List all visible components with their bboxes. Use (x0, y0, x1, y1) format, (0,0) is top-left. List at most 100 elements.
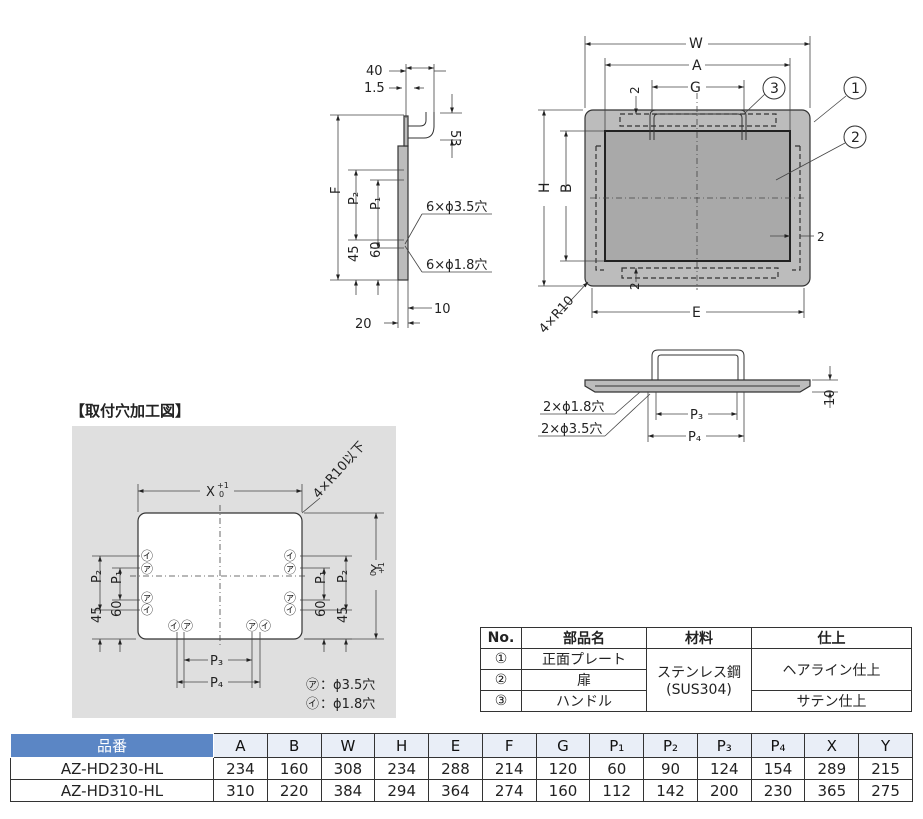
front-dim-2-bottom: 2 (628, 282, 642, 290)
spec-header-X: X (804, 733, 860, 758)
bottom-dim-10: 10 (823, 389, 838, 406)
spec-cell: 234 (374, 757, 430, 780)
callout-2: 2 (851, 130, 860, 146)
spec-cell: 214 (481, 757, 537, 780)
cutout-dim-P4: P₄ (210, 676, 223, 691)
legend-mark-a: ㋐ (306, 678, 319, 693)
handle-outline (649, 109, 747, 140)
cutout-dim-45-right: 45 (336, 606, 351, 623)
hole-mark-a: ㋐ (141, 591, 153, 605)
spec-cell: 215 (858, 757, 913, 780)
spec-table-header: 品番 A B W H E F G P₁ P₂ P₃ P₄ X Y (10, 733, 913, 758)
cutout-dim-Y: Y (370, 564, 385, 573)
parts-header-no: No. (480, 627, 522, 649)
side-plate-profile (397, 145, 409, 281)
part-finish-1: ヘアライン仕上 (751, 648, 912, 691)
table-row: ① 正面プレート ステンレス鋼(SUS304) ヘアライン仕上 (480, 648, 912, 712)
spec-table: 品番 A B W H E F G P₁ P₂ P₃ P₄ X Y AZ-HD23… (10, 733, 913, 802)
spec-cell: 112 (589, 779, 645, 802)
callout-1: 1 (851, 81, 860, 97)
callout-3: 3 (770, 81, 779, 97)
part-material: ステンレス鋼(SUS304) (646, 648, 752, 712)
parts-table: No. 部品名 材料 仕上 ① 正面プレート ステンレス鋼(SUS304) ヘア… (480, 627, 912, 712)
cutout-X-tol-up: +1 (217, 481, 229, 490)
cutout-diagram: X +1 0 Y +1 0 4×R10以下 ㋑ ㋐ ㋐ ㋑ ㋑ ㋐ ㋐ ㋑ ㋑ … (72, 426, 396, 718)
door-panel (604, 130, 791, 262)
spec-header-W: W (320, 733, 376, 758)
spec-cell: 220 (266, 779, 322, 802)
side-dim-1-5: 1.5 (364, 81, 385, 96)
cutout-dim-X: X (206, 485, 215, 500)
hole-mark-i: ㋑ (141, 603, 153, 617)
hole-mark-a: ㋐ (181, 619, 193, 633)
front-dim-E: E (692, 305, 701, 321)
bottom-hole-label-a: 2×ϕ1.8穴 (543, 400, 604, 415)
cutout-dim-P2-left: P₂ (90, 570, 105, 583)
bottom-dim-P3: P₃ (690, 408, 703, 423)
spec-cell: 154 (750, 757, 806, 780)
spec-header-P2: P₂ (643, 733, 698, 758)
front-dim-B: B (559, 183, 575, 193)
side-hole-label-a: 6×ϕ3.5穴 (426, 200, 487, 215)
table-row: AZ-HD310-HL 310 220 384 294 364 274 160 … (10, 779, 913, 802)
spec-header-A: A (213, 733, 268, 758)
cutout-Y-tol-up: +1 (377, 562, 386, 574)
hole-mark-a: ㋐ (246, 619, 258, 633)
legend-text-i: ：ϕ1.8穴 (320, 697, 375, 712)
parts-header-finish: 仕上 (751, 627, 912, 649)
part-name: ハンドル (521, 690, 647, 712)
spec-cell: 364 (428, 779, 483, 802)
spec-cell: 384 (320, 779, 376, 802)
cutout-dim-P1-left: P₁ (110, 571, 125, 584)
spec-header-E: E (428, 733, 483, 758)
hole-mark-a: ㋐ (284, 562, 296, 576)
hole-mark-a: ㋐ (141, 562, 153, 576)
parts-header-name: 部品名 (521, 627, 647, 649)
bottom-dim-P4: P₄ (688, 430, 701, 445)
parts-table-header: No. 部品名 材料 仕上 (480, 627, 912, 649)
spec-header-model: 品番 (10, 733, 214, 758)
spec-cell: 310 (213, 779, 268, 802)
spec-cell: 230 (750, 779, 806, 802)
part-no: ① (480, 648, 522, 670)
spec-cell: 274 (481, 779, 537, 802)
material-line-1: ステンレス鋼 (657, 665, 741, 681)
side-dim-60: 60 (369, 241, 384, 258)
cutout-dim-60-left: 60 (110, 600, 125, 617)
front-dim-A: A (692, 58, 702, 74)
spec-header-P1: P₁ (589, 733, 645, 758)
spec-cell: 142 (643, 779, 698, 802)
part-no: ② (480, 669, 522, 691)
side-dim-20: 20 (355, 317, 372, 332)
spec-cell: 160 (535, 779, 591, 802)
spec-cell: 60 (589, 757, 645, 780)
spec-cell: 90 (643, 757, 698, 780)
spec-cell: 200 (696, 779, 752, 802)
hole-mark-i: ㋑ (141, 549, 153, 563)
cutout-section-title: 【取付穴加工図】 (70, 402, 191, 420)
spec-cell: 289 (804, 757, 860, 780)
legend-text-a: ：ϕ3.5穴 (320, 678, 375, 693)
spec-cell: 120 (535, 757, 591, 780)
spec-header-P3: P₃ (696, 733, 752, 758)
part-finish-2: サテン仕上 (751, 690, 912, 712)
spec-cell: 234 (213, 757, 268, 780)
spec-header-F: F (481, 733, 537, 758)
part-name: 正面プレート (521, 648, 647, 670)
side-dim-P2: P₂ (347, 192, 362, 205)
table-row: ③ ハンドル サテン仕上 (480, 690, 912, 712)
front-dim-H: H (537, 182, 553, 193)
cutout-dim-60-right: 60 (314, 600, 329, 617)
spec-header-B: B (266, 733, 322, 758)
cutout-dim-P2-right: P₂ (336, 570, 351, 583)
part-no: ③ (480, 690, 522, 712)
spec-cell: 294 (374, 779, 430, 802)
spec-header-Y: Y (858, 733, 913, 758)
cutout-dim-P1-right: P₁ (314, 571, 329, 584)
hole-mark-i: ㋑ (259, 619, 271, 633)
front-view: W A G 2 H B 2 2 (536, 36, 867, 337)
hole-mark-a: ㋐ (284, 591, 296, 605)
front-dim-2-top: 2 (628, 86, 642, 94)
spec-cell: AZ-HD230-HL (10, 757, 214, 780)
